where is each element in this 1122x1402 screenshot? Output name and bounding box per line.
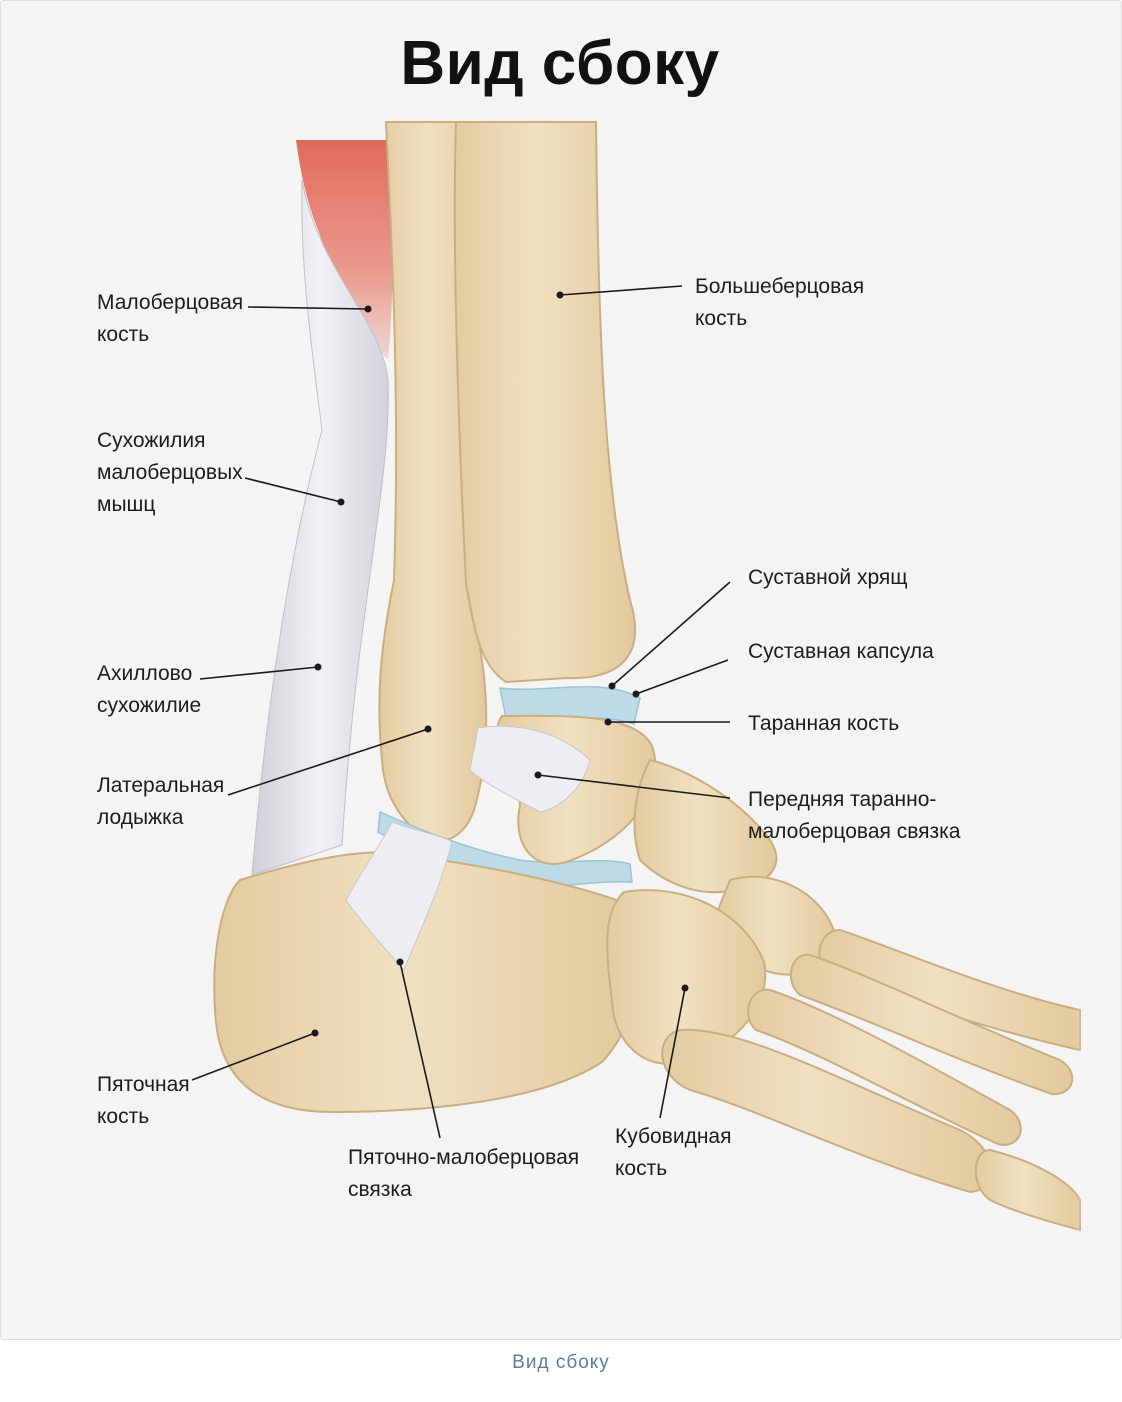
leader-line-cuboid [659,987,686,1119]
label-anterior-talofibular-ligament: Передняя таранно-малоберцовая связка [748,788,961,843]
anterior-talofibular-ligament-shape [469,725,591,813]
leader-dot-cuboid [681,984,689,992]
leader-line-fibula [247,306,369,310]
leader-line-cfl [399,961,441,1139]
leader-dot-atfl [534,771,542,779]
figure-caption: Вид сбоку [512,1352,610,1373]
peroneal-tendons-shape [251,179,389,876]
leader-line-achilles [199,666,319,680]
leader-dot-capsule [632,690,640,698]
leader-lines [191,285,731,1139]
foot-fade [880,880,1120,1260]
leader-line-malleolus [227,728,429,796]
leader-line-cartilage [611,581,731,687]
leader-dot-achilles [314,663,322,671]
leader-line-calcaneus [191,1032,316,1081]
leader-dot-peroneal [337,498,345,506]
leader-dot-malleolus [424,725,432,733]
tibia-bone [453,121,637,684]
leader-line-atfl [537,774,731,799]
label-articular-cartilage: Суставной хрящ [748,566,908,589]
leader-dot-calcaneus [311,1029,319,1037]
leader-dot-fibula [364,305,372,313]
leader-dot-talus [604,718,612,726]
leader-dot-cartilage [608,682,616,690]
diagram-title: Вид сбоку [400,29,720,98]
leader-line-peroneal [244,477,342,503]
leader-dot-tibia [556,291,564,299]
label-talus: Таранная кость [748,712,900,735]
peroneal-muscle [296,140,393,360]
label-joint-capsule: Суставная капсула [748,640,934,663]
calcaneofibular-ligament-shape [345,821,453,971]
ankle-lateral-illustration [191,121,1120,1260]
leader-line-capsule [635,659,729,695]
leader-line-tibia [559,285,683,296]
leader-dot-cfl [396,958,404,966]
